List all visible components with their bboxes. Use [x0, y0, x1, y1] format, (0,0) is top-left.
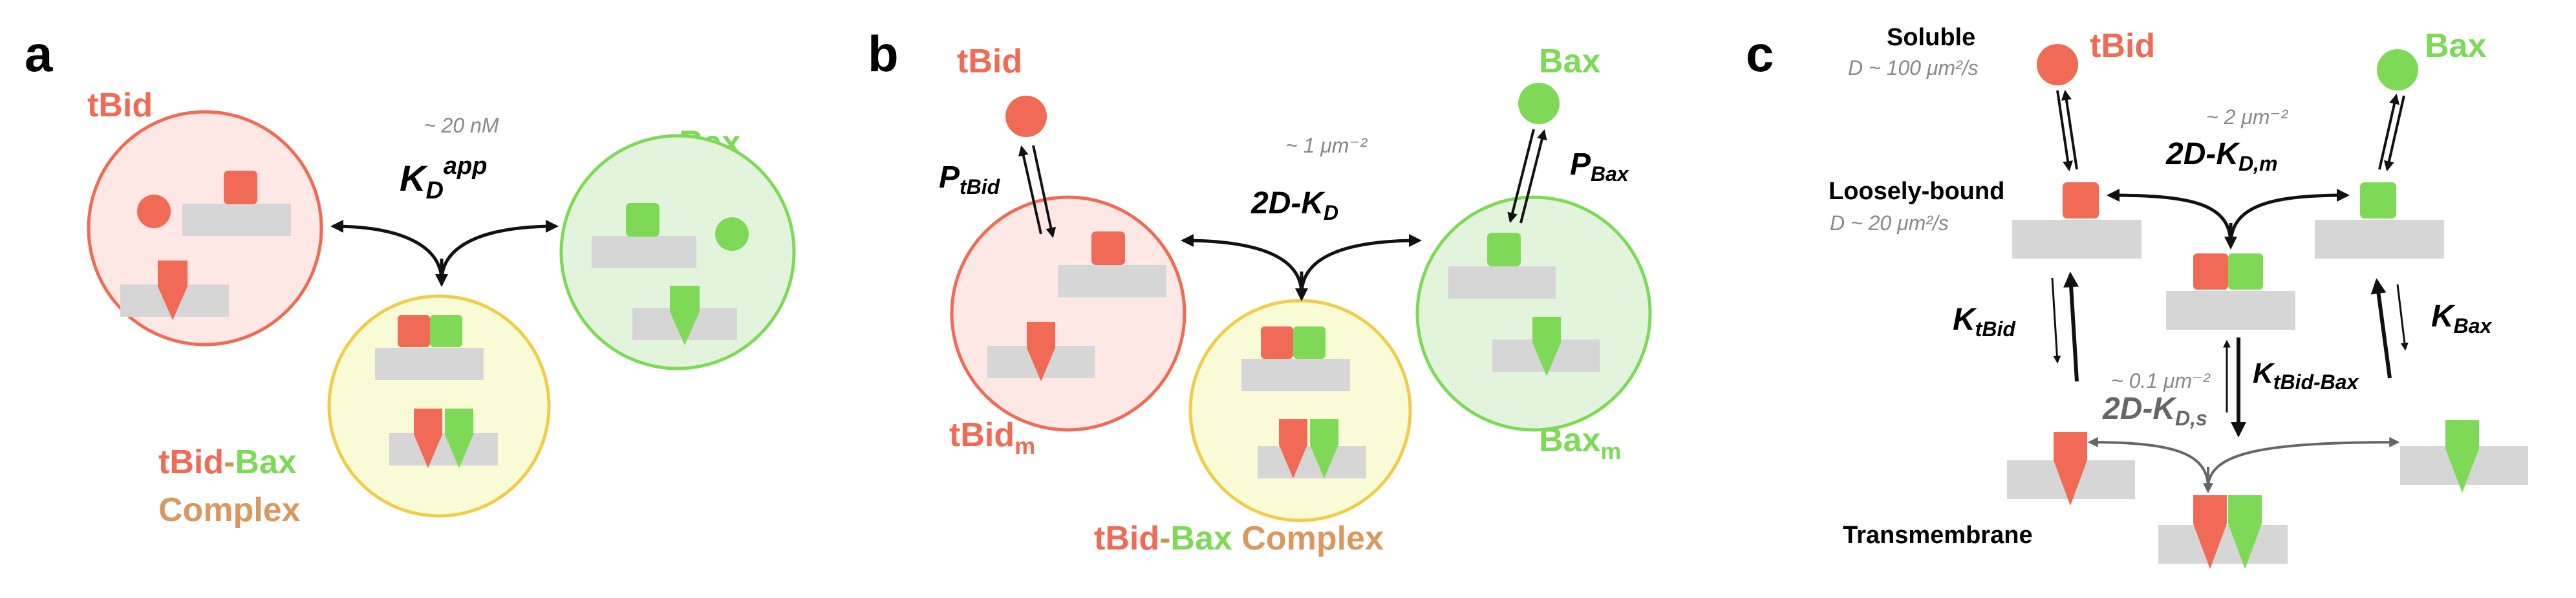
- bax-inserted-in-complex-b: [1310, 419, 1338, 478]
- kdm-arrow-left: [2107, 189, 2233, 245]
- equilibrium-arrow-left: [330, 220, 444, 282]
- bax-label-c: Bax: [2425, 27, 2486, 65]
- bax-unbind-arrow: [2378, 93, 2399, 170]
- kd2d-arrow-right: [1300, 234, 1422, 295]
- membrane-block: [1448, 266, 1556, 299]
- ptbid-arrow-up: [1018, 145, 1042, 235]
- kd2d-arrow-left: [1181, 234, 1304, 295]
- kbax-label: KBax: [2431, 299, 2493, 337]
- transmembrane-label: Transmembrane: [1843, 522, 2033, 549]
- ktbidbax-label: KtBid-Bax: [2253, 358, 2359, 394]
- panel-a-letter: a: [25, 25, 53, 82]
- bax-transmembrane-in-complex: [2228, 495, 2262, 569]
- panel-b: b tBid Bax PtBid PBax: [868, 25, 1652, 557]
- panel-b-letter: b: [868, 25, 899, 82]
- membrane-block: [182, 204, 291, 236]
- ktbid-label: KtBid: [1953, 303, 2016, 341]
- pbax-arrow-up: [1519, 129, 1547, 224]
- tbid-loose-square-b: [1091, 231, 1125, 265]
- baxm-label: Baxm: [1539, 422, 1621, 464]
- complex-label-b: tBid-Bax Complex: [1094, 520, 1384, 557]
- panel-c-letter: c: [1746, 25, 1774, 82]
- membrane-block: [1241, 359, 1350, 391]
- kds-label: 2D-KD,s: [2102, 392, 2207, 430]
- tbid-inserted-shape-b: [1027, 322, 1055, 381]
- membrane-block: [592, 236, 696, 268]
- tbid-in-complex: [398, 315, 430, 347]
- kds-note: ~ 0.1 μm⁻²: [2111, 369, 2211, 392]
- ptbid-arrow-down: [1032, 145, 1057, 239]
- ptbid-label: PtBid: [939, 160, 1001, 198]
- tbidm-circle: [950, 195, 1186, 432]
- kbax-arrow-down: [2396, 284, 2409, 351]
- panel-c: c Soluble D ~ 100 μm²/s tBid Bax Loosely…: [1746, 24, 2528, 569]
- tbid-inserted-shape: [158, 261, 188, 320]
- tbid-transmembrane-shape: [2054, 432, 2087, 506]
- equilibrium-arrow-right: [440, 220, 559, 282]
- kd-app-label: KDapp: [400, 153, 487, 204]
- membrane-block: [1058, 265, 1166, 297]
- panel-a: a tBid Bax ~ 20 nM KDapp tBid-Bax Comple: [25, 25, 796, 529]
- kdm-arrow-right: [2229, 189, 2350, 245]
- bax-bind-arrow: [2384, 95, 2405, 172]
- tbid-inserted-in-complex: [414, 409, 442, 468]
- tbid-in-loose-complex: [2193, 253, 2228, 290]
- kbax-arrow-up: [2370, 278, 2392, 379]
- membrane-block: [1258, 446, 1366, 478]
- kd2d-label-b: 2D-KD: [1250, 186, 1338, 224]
- bax-inserted-in-complex: [445, 409, 473, 468]
- bax-in-complex-b: [1293, 326, 1326, 359]
- bax-loose-square-c: [2360, 182, 2396, 219]
- membrane-block: [2315, 220, 2444, 259]
- kds-arrow-left: [2087, 437, 2209, 489]
- baxm-circle: [1415, 195, 1652, 432]
- tbid-transmembrane-in-complex: [2193, 495, 2227, 569]
- bax-label-b: Bax: [1539, 43, 1600, 80]
- tbid-unbind-arrow: [2061, 89, 2078, 170]
- bax-soluble-dot-b: [1518, 83, 1560, 124]
- tbid-soluble-dot: [137, 195, 171, 228]
- loose-diffusion: D ~ 20 μm²/s: [1830, 211, 1949, 235]
- bax-soluble-dot-c: [2377, 49, 2418, 91]
- soluble-diffusion: D ~ 100 μm²/s: [1848, 56, 1979, 80]
- bax-loose-square-b: [1487, 233, 1521, 266]
- bax-in-loose-complex: [2228, 253, 2263, 290]
- kdm-label: 2D-KD,m: [2165, 137, 2277, 175]
- tbid-loose-square: [224, 171, 257, 204]
- bax-transmembrane-shape: [2445, 420, 2479, 493]
- loose-label: Loosely-bound: [1829, 178, 2004, 205]
- bax-loose-square: [626, 203, 660, 237]
- kd2d-note-b: ~ 1 μm⁻²: [1285, 134, 1368, 157]
- bax-inserted-shape-b: [1532, 317, 1561, 376]
- tbid-label-b: tBid: [957, 43, 1022, 80]
- pbax-label: PBax: [1570, 147, 1629, 186]
- tbid-soluble-dot-b: [1005, 96, 1047, 137]
- pbax-arrow-down: [1507, 129, 1535, 224]
- membrane-block: [2166, 291, 2295, 330]
- complex-label-a-line1: tBid-Bax: [158, 443, 297, 481]
- ktbid-arrow-up: [2063, 272, 2079, 382]
- kds-arrow-right: [2207, 437, 2400, 489]
- membrane-block: [389, 433, 498, 465]
- kdm-note: ~ 2 μm⁻²: [2206, 105, 2288, 129]
- tbidm-label: tBidm: [949, 416, 1035, 459]
- complex-label-a-line2: Complex: [158, 491, 301, 529]
- kd-app-note: ~ 20 nM: [424, 114, 499, 137]
- tbid-inserted-in-complex-b: [1279, 419, 1307, 478]
- tbid-in-complex-b: [1261, 326, 1293, 359]
- tbid-soluble-dot-c: [2037, 44, 2078, 85]
- bax-in-complex: [430, 315, 462, 347]
- ktbid-arrow-down: [2051, 277, 2061, 364]
- tbid-bind-arrow: [2056, 90, 2074, 172]
- bax-soluble-dot: [715, 217, 749, 251]
- soluble-label: Soluble: [1887, 24, 1975, 51]
- membrane-block: [2012, 220, 2141, 259]
- tbid-label-c: tBid: [2090, 27, 2155, 65]
- bax-inserted-shape: [670, 286, 700, 345]
- membrane-block: [375, 348, 484, 380]
- tbid-loose-square-c: [2063, 182, 2099, 219]
- tbid-label-a: tBid: [87, 87, 153, 124]
